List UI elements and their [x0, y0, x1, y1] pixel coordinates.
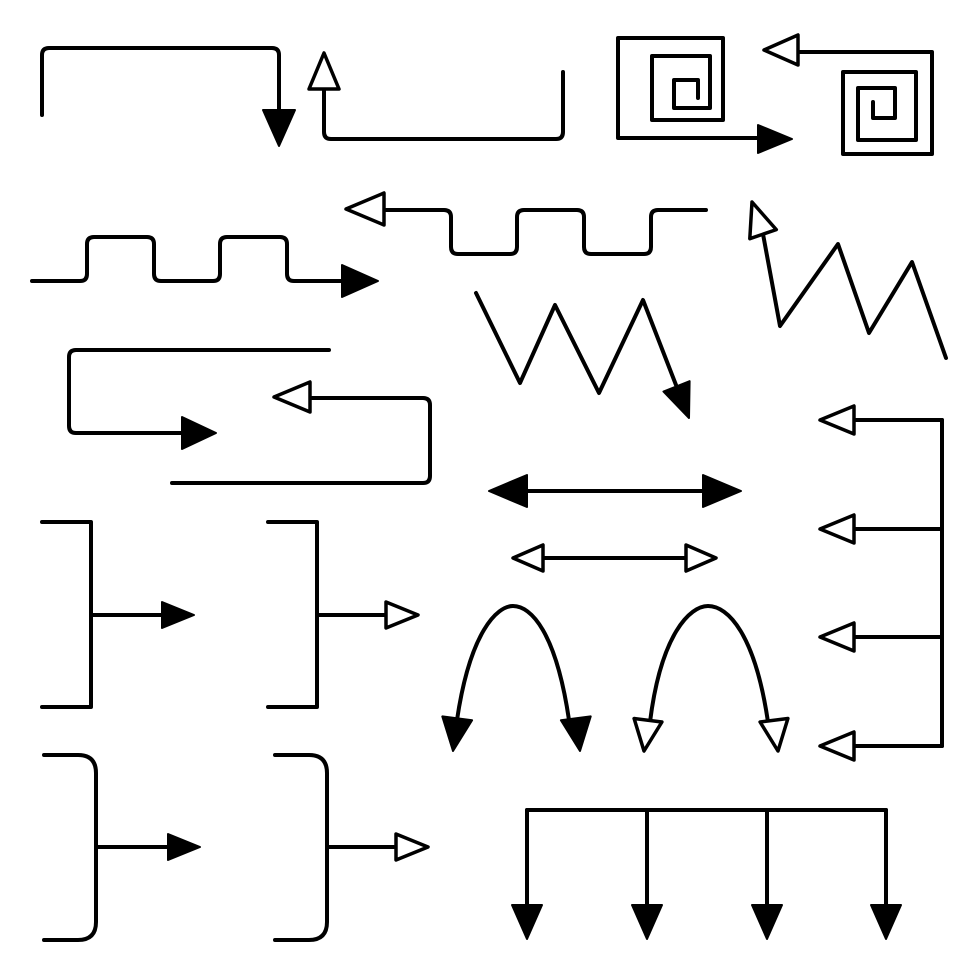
arrowhead	[702, 474, 742, 508]
bracket-right-arrow-solid	[40, 520, 195, 709]
arrow-shaft	[761, 232, 948, 360]
arrowhead	[394, 832, 430, 862]
double-headed-arrow-hollow	[511, 543, 718, 573]
loop-left-arrow	[170, 380, 432, 485]
arrowhead	[870, 904, 902, 940]
bracket-down-arrow	[40, 46, 296, 147]
arrow-shaft	[30, 235, 347, 283]
arrowhead	[344, 191, 386, 227]
arrowhead	[441, 715, 474, 752]
arrow-shaft	[798, 50, 934, 156]
arrowhead	[262, 109, 296, 147]
zigzag-down-arrow	[474, 291, 691, 419]
arrowhead	[662, 380, 691, 419]
u-turn-up-arrow	[307, 51, 565, 141]
arrow-shaft	[616, 36, 760, 140]
arrowhead	[384, 600, 420, 630]
arrowhead	[511, 904, 543, 940]
arrowhead	[341, 264, 379, 298]
arrowhead	[167, 833, 201, 861]
arrowhead	[818, 730, 856, 762]
square-spiral-right-arrow	[616, 36, 793, 154]
arrowhead	[818, 513, 856, 545]
arrowhead	[181, 416, 217, 450]
arrow-shaft	[648, 604, 770, 724]
square-wave-left-arrow	[344, 191, 708, 256]
square-spiral-left-arrow	[762, 33, 934, 156]
arrowhead	[818, 404, 856, 436]
arrowhead	[818, 621, 856, 653]
arrowhead	[161, 601, 195, 629]
arrow-set	[30, 33, 948, 942]
arrowhead	[272, 380, 312, 414]
arrow-shaft	[40, 46, 281, 117]
loop-right-arrow	[67, 348, 331, 450]
arrowhead	[762, 33, 800, 67]
arrowhead	[684, 543, 718, 573]
arrow-shaft	[322, 70, 565, 141]
arrow-shaft	[170, 396, 432, 485]
arrow-shaft	[383, 208, 708, 256]
double-headed-arrow-solid	[488, 474, 742, 508]
bracket-right-arrow-hollow	[266, 520, 420, 709]
comb-left-arrows	[818, 404, 944, 762]
curly-bracket-right-arrow-solid	[42, 753, 201, 942]
arrow-shaft	[455, 604, 571, 722]
square-wave-right-arrow	[30, 235, 379, 298]
arrowhead	[751, 904, 783, 940]
arrowhead	[758, 716, 790, 753]
curved-split-arrow-solid	[441, 604, 592, 752]
arrowhead	[757, 124, 793, 154]
arrowhead	[631, 904, 663, 940]
comb-down-arrows	[511, 808, 902, 940]
curly-bracket-right-arrow-hollow	[273, 753, 430, 942]
arrowhead	[307, 51, 341, 91]
curved-split-arrow-hollow	[632, 604, 790, 753]
arrow-shaft	[67, 348, 331, 435]
zigzag-up-arrow	[748, 200, 948, 360]
arrowhead	[748, 200, 779, 241]
arrowhead	[559, 715, 592, 752]
arrowhead	[511, 543, 545, 573]
arrowhead	[632, 716, 664, 753]
arrowhead	[488, 474, 528, 508]
arrow-shaft	[474, 291, 678, 395]
